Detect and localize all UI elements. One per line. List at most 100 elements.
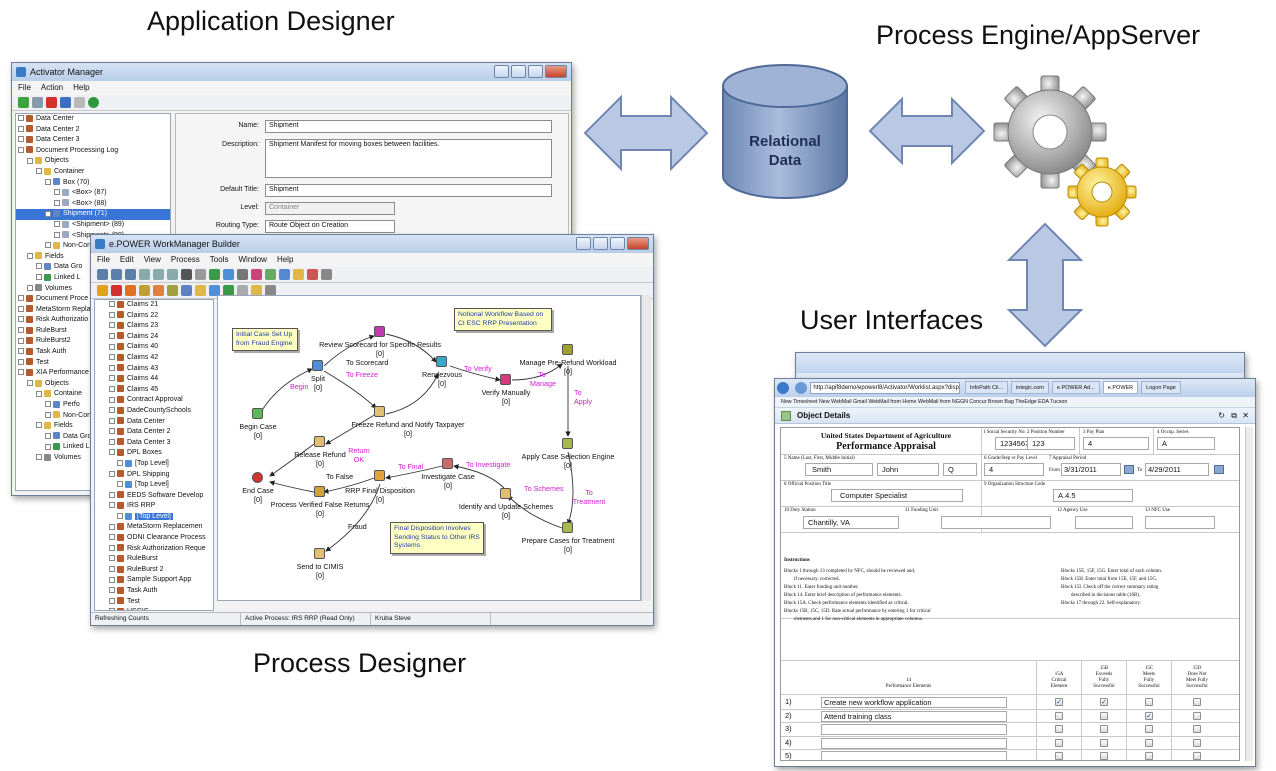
expand-toggle-icon[interactable] xyxy=(45,210,51,217)
delete-icon[interactable] xyxy=(46,97,57,108)
rating-checkbox-b[interactable] xyxy=(1100,711,1108,720)
grid-icon[interactable] xyxy=(74,97,85,108)
expand-toggle-icon[interactable] xyxy=(18,305,24,312)
wm-menu-view[interactable]: View xyxy=(143,255,161,264)
node-investigate-icon[interactable] xyxy=(442,458,453,469)
expand-toggle-icon[interactable] xyxy=(117,460,123,467)
toolbar-button-icon[interactable] xyxy=(223,285,234,296)
back-icon[interactable] xyxy=(777,382,789,394)
toolbar-button-icon[interactable] xyxy=(265,269,276,280)
expand-toggle-icon[interactable] xyxy=(109,428,115,435)
menu-help[interactable]: Help xyxy=(73,83,90,92)
process-tree-item[interactable]: Claims 24 xyxy=(95,332,213,343)
expand-toggle-icon[interactable] xyxy=(109,311,115,318)
tree-item[interactable]: Box (70) xyxy=(16,178,170,189)
tree-item[interactable]: Linked L xyxy=(16,442,170,453)
toolbar-button-icon[interactable] xyxy=(181,269,192,280)
tree-item[interactable]: <Box> (87) xyxy=(16,188,170,199)
expand-toggle-icon[interactable] xyxy=(109,438,115,445)
toolbar-button-icon[interactable] xyxy=(307,269,318,280)
process-tree-item[interactable]: EEDS Software Develop xyxy=(95,491,213,502)
browser-tab[interactable]: Logon Page xyxy=(1141,381,1181,394)
performance-element-field[interactable]: Attend training class xyxy=(821,710,1007,722)
rating-checkbox-a[interactable] xyxy=(1055,725,1063,734)
toolbar-button-icon[interactable] xyxy=(181,285,192,296)
expand-toggle-icon[interactable] xyxy=(109,375,115,382)
toolbar-button-icon[interactable] xyxy=(237,269,248,280)
process-tree-item[interactable]: MetaStorm Replacemen xyxy=(95,522,213,533)
expand-toggle-icon[interactable] xyxy=(27,284,33,291)
performance-element-field[interactable] xyxy=(821,737,1007,749)
expand-toggle-icon[interactable] xyxy=(18,125,24,132)
process-tree-item[interactable]: Contract Approval xyxy=(95,395,213,406)
expand-toggle-icon[interactable] xyxy=(109,396,115,403)
tree-item[interactable]: Shipment (71) xyxy=(16,209,170,220)
rating-checkbox-a[interactable]: ✓ xyxy=(1055,698,1063,706)
process-tree-item[interactable]: Claims 23 xyxy=(95,321,213,332)
expand-toggle-icon[interactable] xyxy=(109,555,115,562)
tree-item[interactable]: Data Gro xyxy=(16,262,170,273)
expand-toggle-icon[interactable] xyxy=(36,390,42,397)
expand-toggle-icon[interactable] xyxy=(54,199,60,206)
wm-close-button[interactable] xyxy=(627,237,649,250)
name-field[interactable]: Shipment xyxy=(265,120,552,133)
rating-checkbox-d[interactable] xyxy=(1193,738,1201,747)
node-review-icon[interactable] xyxy=(374,326,385,337)
to-date-field[interactable]: 4/29/2011 xyxy=(1145,463,1209,476)
process-tree-item[interactable]: RuleBurst xyxy=(95,554,213,565)
expand-toggle-icon[interactable] xyxy=(27,380,33,386)
wm-minimize-button[interactable] xyxy=(593,237,608,250)
rating-checkbox-c[interactable] xyxy=(1145,698,1153,706)
level-select[interactable]: Container xyxy=(265,202,395,215)
toolbar-button-icon[interactable] xyxy=(279,269,290,280)
expand-toggle-icon[interactable] xyxy=(109,587,115,594)
tree-item[interactable]: XIA Performance xyxy=(16,368,170,379)
process-tree-item[interactable]: Claims 44 xyxy=(95,374,213,385)
node-verify-icon[interactable] xyxy=(500,374,511,385)
toolbar-button-icon[interactable] xyxy=(209,269,220,280)
toolbar-button-icon[interactable] xyxy=(97,285,108,296)
tree-item[interactable]: Data Center 3 xyxy=(16,135,170,146)
performance-element-field[interactable] xyxy=(821,724,1007,736)
process-tree-item[interactable]: Data Center 2 xyxy=(95,427,213,438)
toolbar-button-icon[interactable] xyxy=(111,269,122,280)
expand-toggle-icon[interactable] xyxy=(109,364,115,371)
properties-icon[interactable] xyxy=(60,97,71,108)
pay-plan-field[interactable]: 4 xyxy=(1083,437,1149,450)
tree-item[interactable]: Data Gro xyxy=(16,432,170,443)
rating-checkbox-b[interactable] xyxy=(1100,738,1108,747)
position-title-field[interactable]: Computer Specialist xyxy=(831,489,963,502)
node-send-cimis-icon[interactable] xyxy=(314,548,325,559)
toolbar-button-icon[interactable] xyxy=(153,269,164,280)
expand-toggle-icon[interactable] xyxy=(18,358,24,365)
expand-toggle-icon[interactable] xyxy=(109,566,115,572)
position-number-field[interactable]: 123 xyxy=(1027,437,1075,450)
rating-checkbox-b[interactable] xyxy=(1100,725,1108,734)
tree-item[interactable]: MetaStorm Repla xyxy=(16,305,170,316)
menu-file[interactable]: File xyxy=(18,83,31,92)
wm-menu-edit[interactable]: Edit xyxy=(119,255,134,264)
nfc-use-field[interactable] xyxy=(1145,516,1215,529)
expand-toggle-icon[interactable] xyxy=(27,252,33,259)
tree-item[interactable]: Risk Authorizatio xyxy=(16,315,170,326)
tree-item[interactable]: Data Center 2 xyxy=(16,125,170,136)
first-name-field[interactable]: John xyxy=(877,463,939,476)
toolbar-button-icon[interactable] xyxy=(251,285,262,296)
performance-element-field[interactable] xyxy=(821,751,1007,760)
default-title-field[interactable]: Shipment xyxy=(265,184,552,197)
process-tree-item[interactable]: DadeCountySchools xyxy=(95,406,213,417)
process-tree-item[interactable]: Data Center xyxy=(95,417,213,428)
from-date-field[interactable]: 3/31/2011 xyxy=(1061,463,1121,476)
node-identify-icon[interactable] xyxy=(500,488,511,499)
performance-element-field[interactable]: Create new workflow application xyxy=(821,697,1007,708)
expand-toggle-icon[interactable] xyxy=(18,327,24,334)
rating-checkbox-d[interactable] xyxy=(1193,752,1201,760)
wm-menu-process[interactable]: Process xyxy=(170,255,200,264)
rating-checkbox-c[interactable] xyxy=(1145,738,1153,747)
rating-checkbox-a[interactable] xyxy=(1055,752,1063,760)
rating-checkbox-d[interactable] xyxy=(1193,725,1201,734)
org-code-field[interactable]: A.4.5 xyxy=(1053,489,1133,502)
expand-toggle-icon[interactable] xyxy=(36,263,42,270)
expand-toggle-icon[interactable] xyxy=(109,385,115,392)
description-field[interactable]: Shipment Manifest for moving boxes betwe… xyxy=(265,139,552,178)
